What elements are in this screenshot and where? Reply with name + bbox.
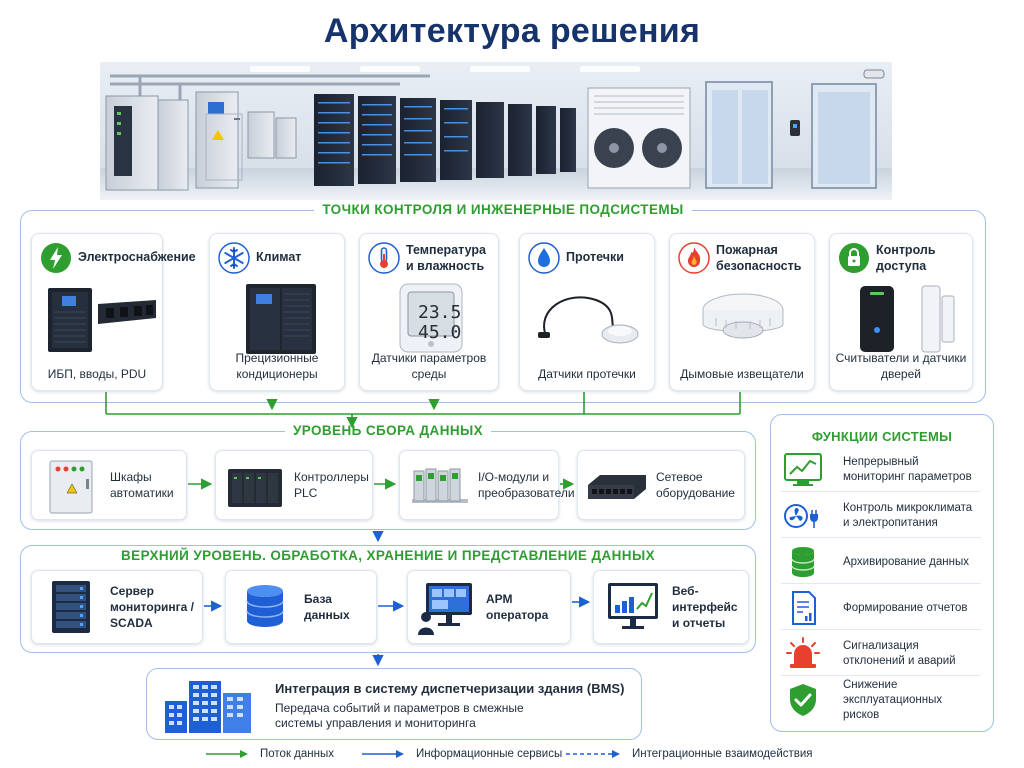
datacenter-illustration: [100, 62, 892, 200]
card-leaks[interactable]: Протечки Датчики протечки: [519, 233, 655, 391]
card-fire-safety[interactable]: Пожарная безопасность Дымовые извещатели: [669, 233, 815, 391]
server-rack-icon: [52, 581, 90, 633]
upper-level-title: ВЕРХНИЙ УРОВЕНЬ. ОБРАБОТКА, ХРАНЕНИЕ И П…: [113, 548, 663, 563]
card-caption: Датчики параметров среды: [371, 351, 487, 381]
card-caption: Датчики протечки: [538, 367, 636, 381]
bms-title: Интеграция в систему диспетчеризации зда…: [275, 681, 625, 696]
card-title: Пожарная безопасность: [716, 243, 802, 273]
function-item-monitoring[interactable]: Непрерывный мониторинг параметров: [781, 449, 981, 492]
alarm-icon: [786, 637, 820, 668]
card-caption: Прецизионные кондиционеры: [235, 351, 319, 381]
sensor-display-temperature: 23.5: [418, 302, 462, 323]
function-label: Архивирование данных: [843, 555, 970, 568]
functions-panel: ФУНКЦИИ СИСТЕМЫ Непрерывный мониторинг п…: [770, 414, 994, 732]
database-icon: [246, 585, 284, 627]
legend-item-integration: Интеграционные взаимодействия: [566, 748, 813, 760]
card-title: Протечки: [566, 250, 624, 264]
function-item-microclimate[interactable]: Контроль микроклимата и электропитания: [781, 495, 981, 538]
card-caption: Дымовые извещатели: [680, 367, 804, 381]
function-label: Непрерывный мониторинг параметров: [843, 456, 972, 483]
water-drop-icon: [528, 242, 560, 274]
legend-label: Поток данных: [260, 748, 334, 760]
box-label: База данных: [304, 592, 350, 622]
legend-green-arrow: [206, 750, 248, 758]
box-network-equipment[interactable]: Сетевое оборудование: [577, 450, 745, 520]
box-plc-controllers[interactable]: Контроллеры PLC: [215, 450, 373, 520]
plc-controller-image: [228, 469, 282, 507]
function-item-reports[interactable]: Формирование отчетов: [781, 587, 981, 630]
legend-blue-arrow: [362, 750, 404, 758]
box-automation-cabinets[interactable]: Шкафы автоматики: [31, 450, 187, 520]
function-item-risk-reduction[interactable]: Снижение эксплуатационных рисков: [781, 679, 981, 722]
box-label: Контроллеры PLC: [294, 470, 369, 500]
box-scada-server[interactable]: Сервер мониторинга / SCADA: [31, 570, 203, 644]
legend-dashed-arrow: [566, 750, 620, 758]
box-label: Сервер мониторинга / SCADA: [110, 584, 195, 630]
card-title: Температура и влажность: [406, 243, 486, 273]
card-title: Электроснабжение: [78, 250, 196, 264]
database-icon: [791, 547, 815, 577]
data-collection-title: УРОВЕНЬ СБОРА ДАННЫХ: [284, 423, 492, 438]
functions-title: ФУНКЦИИ СИСТЕМЫ: [811, 429, 953, 444]
upper-level-panel: ВЕРХНИЙ УРОВЕНЬ. ОБРАБОТКА, ХРАНЕНИЕ И П…: [20, 545, 756, 653]
access-reader-image: [860, 285, 955, 353]
web-dashboard-icon: [608, 583, 658, 629]
box-label: Веб-интерфейс и отчеты: [672, 584, 738, 630]
control-points-title: ТОЧКИ КОНТРОЛЯ И ИНЖЕНЕРНЫЕ ПОДСИСТЕМЫ: [314, 202, 692, 217]
function-label: Снижение эксплуатационных рисков: [843, 679, 943, 721]
control-points-panel: ТОЧКИ КОНТРОЛЯ И ИНЖЕНЕРНЫЕ ПОДСИСТЕМЫ Э…: [20, 202, 986, 403]
card-title: Контроль доступа: [876, 243, 936, 273]
lightning-icon: [41, 243, 71, 273]
box-label: Сетевое оборудование: [656, 470, 735, 500]
box-label: Шкафы автоматики: [110, 470, 174, 500]
function-item-archiving[interactable]: Архивирование данных: [781, 541, 981, 584]
precision-ac-image: [246, 284, 316, 354]
building-icon: [165, 681, 251, 733]
smoke-detector-image: [702, 293, 784, 339]
fan-plug-icon: [784, 504, 818, 528]
legend-label: Интеграционные взаимодействия: [632, 748, 813, 760]
function-label: Контроль микроклимата и электропитания: [843, 502, 973, 529]
env-sensor-image: [399, 283, 463, 353]
card-title: Климат: [256, 250, 302, 264]
automation-cabinet-image: [49, 460, 93, 514]
box-database[interactable]: База данных: [225, 570, 377, 644]
monitoring-chart-icon: [784, 453, 822, 486]
legend-item-data-flow: Поток данных: [206, 748, 334, 760]
bms-subtitle: Передача событий и параметров в смежные …: [275, 701, 524, 730]
bms-panel[interactable]: Интеграция в систему диспетчеризации зда…: [146, 668, 642, 740]
network-switch-image: [588, 475, 646, 499]
data-collection-panel: УРОВЕНЬ СБОРА ДАННЫХ Шкафы автоматики Ко…: [20, 423, 756, 530]
operator-workstation-icon: [418, 583, 472, 635]
box-operator-workstation[interactable]: АРМ оператора: [407, 570, 571, 644]
card-access-control[interactable]: Контроль доступа Считыватели и датчики д…: [829, 233, 973, 391]
shield-check-icon: [790, 684, 816, 716]
flame-icon: [678, 242, 710, 274]
card-caption: Считыватели и датчики дверей: [835, 351, 967, 381]
box-io-modules[interactable]: I/O-модули и преобразователи: [399, 450, 575, 520]
page-title: Архитектура решения: [323, 12, 701, 50]
ups-pdu-image: [48, 288, 156, 352]
box-web-interface[interactable]: Веб-интерфейс и отчеты: [593, 570, 749, 644]
legend-item-info-services: Информационные сервисы: [362, 748, 562, 760]
box-label: АРМ оператора: [486, 592, 549, 622]
io-module-image: [412, 468, 468, 503]
report-icon: [792, 591, 816, 625]
box-label: I/O-модули и преобразователи: [478, 470, 575, 500]
card-climate[interactable]: Климат Прецизионные кондиционеры: [209, 233, 345, 391]
lock-icon: [839, 243, 869, 273]
card-caption: ИБП, вводы, PDU: [47, 367, 147, 381]
thermometer-icon: [368, 242, 400, 274]
function-label: Формирование отчетов: [843, 601, 968, 614]
sensor-display-humidity: 45.0: [418, 322, 462, 343]
leak-sensor-image: [538, 296, 639, 344]
card-power-supply[interactable]: Электроснабжение ИБП, вводы, PDU: [31, 233, 196, 391]
legend-label: Информационные сервисы: [416, 748, 563, 760]
function-label: Сигнализация отклонений и аварий: [843, 640, 956, 667]
card-temperature-humidity[interactable]: Температура и влажность 23.5 45.0 Датчик…: [359, 233, 499, 391]
function-item-alarms[interactable]: Сигнализация отклонений и аварий: [781, 633, 981, 676]
snowflake-icon: [218, 242, 250, 274]
